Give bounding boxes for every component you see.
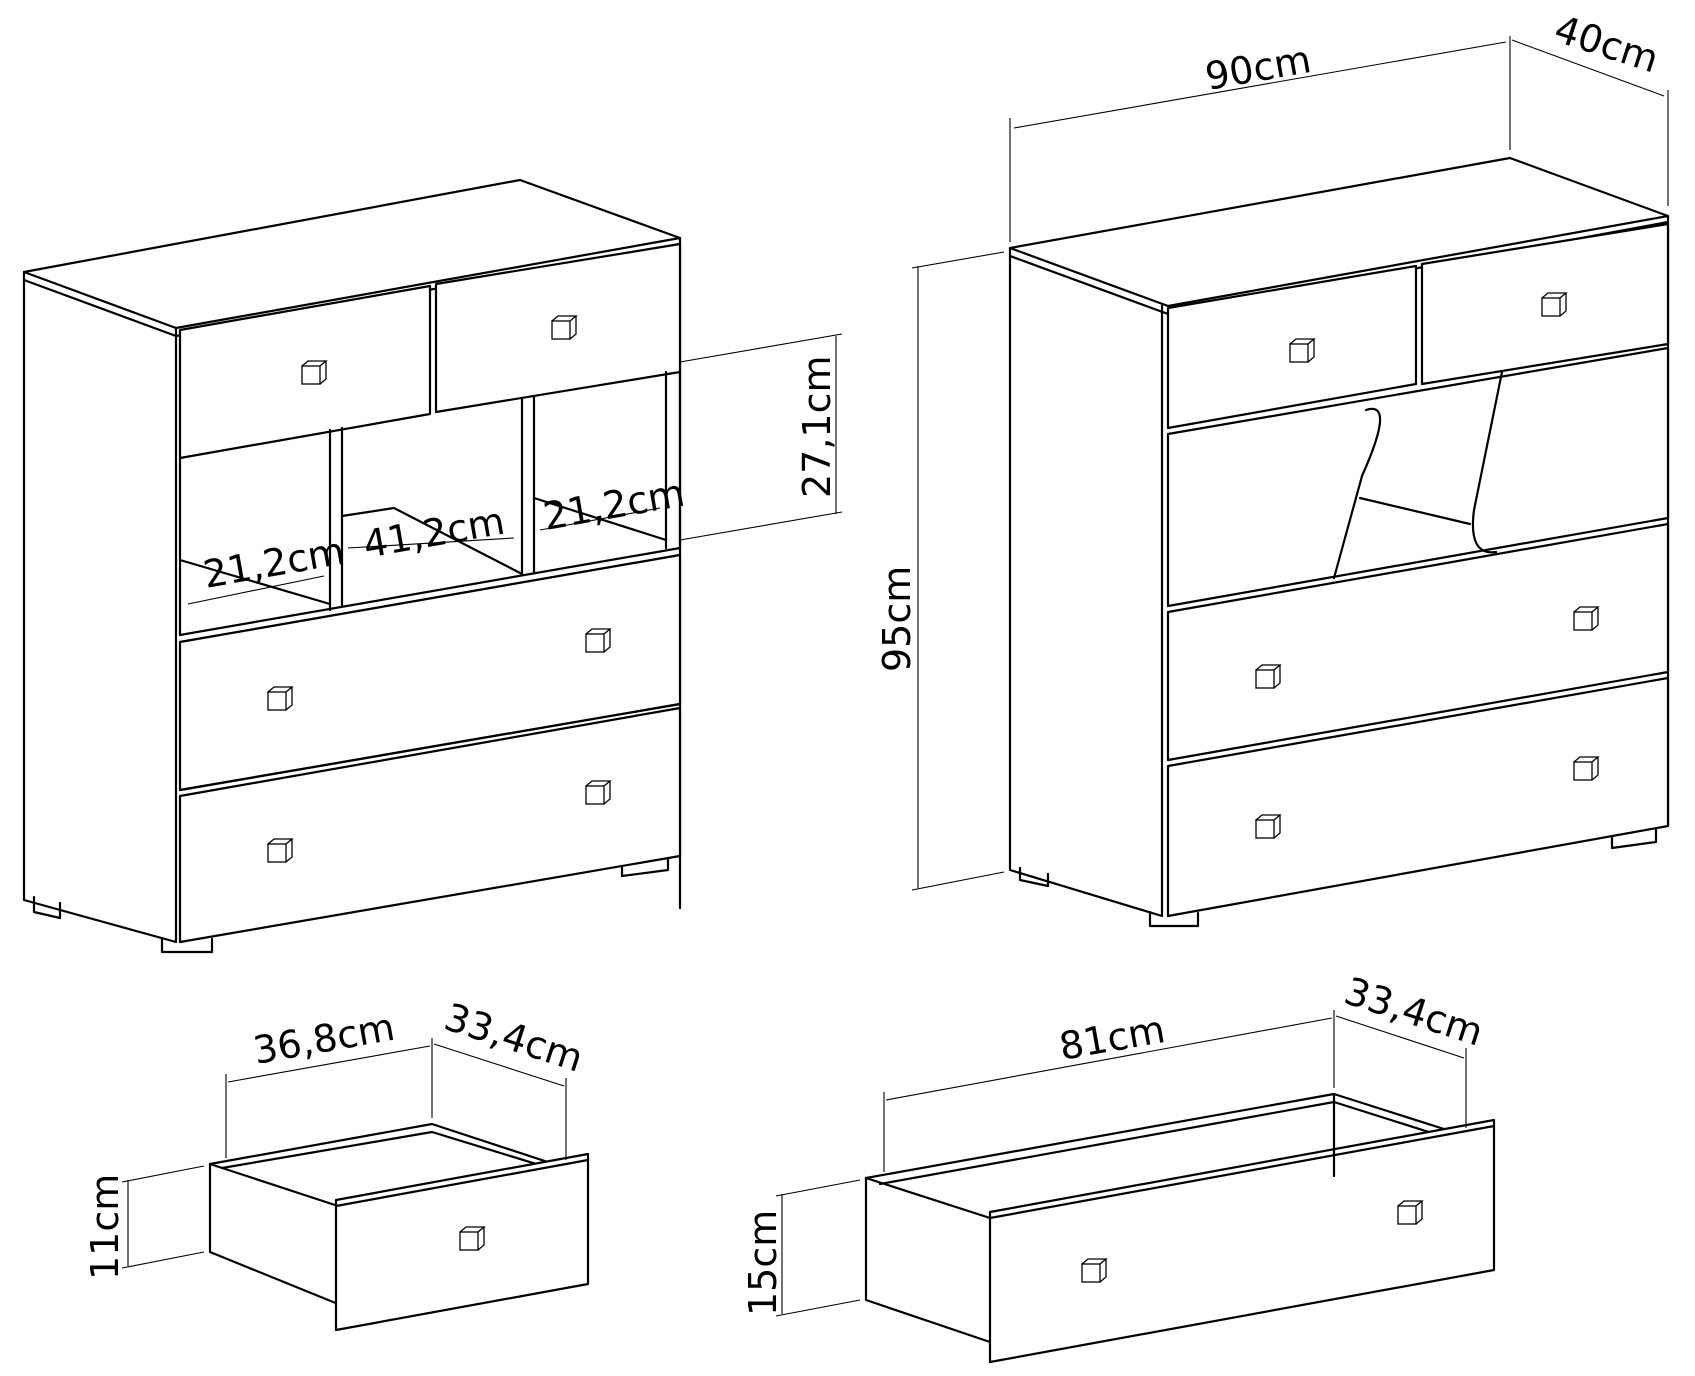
dim-large-drawer-height: 15cm	[741, 1210, 785, 1316]
dim-large-drawer-width: 81cm	[1056, 1007, 1168, 1069]
knob-icon	[267, 686, 294, 711]
dim-overall-depth: 40cm	[1549, 7, 1664, 82]
knob-icon	[301, 360, 328, 385]
dim-small-drawer-depth: 33,4cm	[439, 995, 588, 1081]
dim-small-drawer-height: 11cm	[83, 1174, 127, 1280]
knob-icon	[459, 1226, 486, 1251]
cabinet-right: 90cm 40cm 95cm	[875, 7, 1670, 928]
lower-drawer	[1166, 522, 1670, 762]
knob-icon	[1541, 292, 1568, 317]
knob-icon	[1289, 338, 1316, 363]
dim-niche-height: 27,1cm	[795, 355, 839, 498]
niche-divider-2	[520, 394, 536, 576]
knob-icon	[267, 838, 294, 863]
knob-icon	[1573, 756, 1600, 781]
bottom-drawer	[178, 706, 682, 944]
knob-icon	[1081, 1258, 1108, 1283]
drawer-large-front	[988, 1118, 1496, 1364]
dim-overall-width: 90cm	[1202, 37, 1314, 99]
knob-icon	[551, 315, 578, 340]
dim-small-drawer-width: 36,8cm	[250, 1005, 398, 1073]
drawer-large: 81cm 33,4cm 15cm	[741, 969, 1496, 1364]
knob-icon	[1255, 664, 1282, 689]
knob-icon	[585, 780, 612, 805]
knob-icon	[1573, 606, 1600, 631]
knob-icon	[1255, 814, 1282, 839]
cabinet-left: 27,1cm 21,2cm 41,2cm 21,2cm	[22, 178, 843, 954]
knob-icon	[585, 628, 612, 653]
cabinet-right-side	[1008, 246, 1164, 918]
drawer-small: 36,8cm 33,4cm 11cm	[83, 995, 590, 1332]
cabinet-left-side	[22, 270, 178, 944]
dim-overall-height: 95cm	[875, 566, 919, 672]
knob-icon	[1397, 1200, 1424, 1225]
niche-divider-1	[328, 426, 344, 612]
bottom-drawer	[1166, 676, 1670, 918]
